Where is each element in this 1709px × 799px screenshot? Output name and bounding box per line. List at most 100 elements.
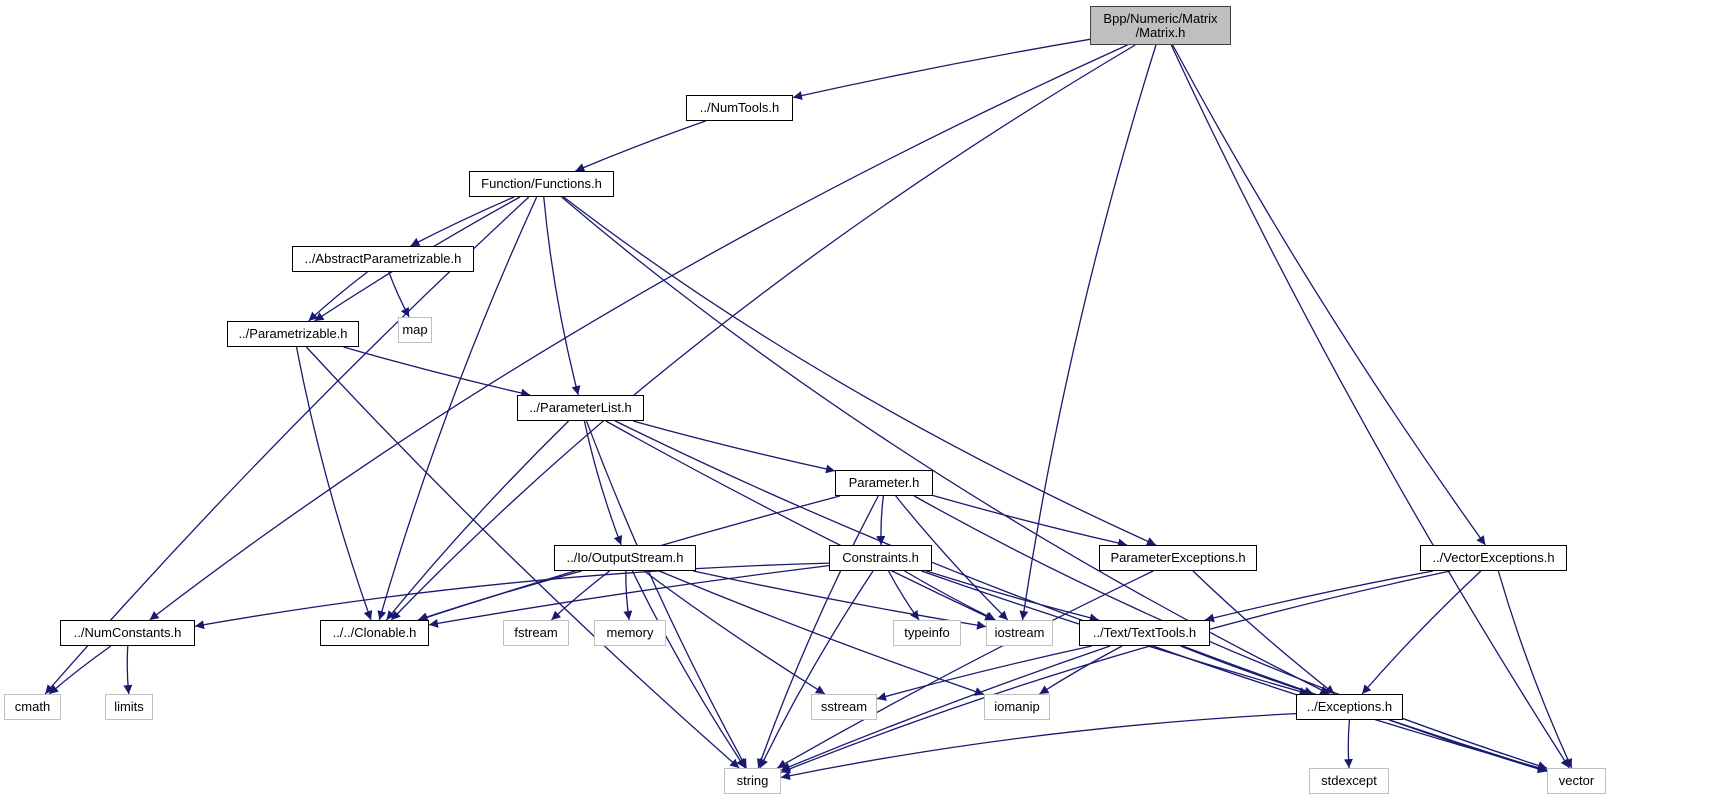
node-functions[interactable]: Function/Functions.h [469,171,614,197]
node-fstream: fstream [503,620,569,646]
edge-matrix-to-numconstants [149,44,1128,621]
edge-matrix-to-numtools [792,38,1091,100]
edge-constraints-to-numconstants [194,562,830,630]
node-abstractparam[interactable]: ../AbstractParametrizable.h [292,246,474,272]
node-parametrizable[interactable]: ../Parametrizable.h [227,321,359,347]
node-label: ../../Clonable.h [332,625,417,640]
node-numconstants[interactable]: ../NumConstants.h [60,620,195,646]
edge-parameterlist-to-parameter [632,420,836,474]
node-label: Constraints.h [842,550,919,565]
node-label: ../VectorExceptions.h [1432,550,1555,565]
edge-outputstream-to-clonable [417,570,582,622]
edge-parameterlist-to-clonable [385,420,570,621]
node-label: Parameter.h [848,475,920,490]
node-label: typeinfo [904,625,950,640]
node-label: ../Parametrizable.h [238,326,348,341]
node-sstream: sstream [811,694,877,720]
edge-outputstream-to-memory [623,570,633,621]
edge-constraints-to-clonable [428,564,830,628]
node-label: limits [114,699,144,714]
edge-outputstream-to-string [631,570,746,769]
node-label: Bpp/Numeric/Matrix /Matrix.h [1103,10,1218,40]
edge-paramexceptions-to-string [776,570,1154,769]
edge-parametrizable-to-clonable [295,346,373,621]
edge-matrix-to-vector [1170,44,1570,769]
edge-matrix-to-iostream [1019,44,1157,621]
edge-numtools-to-functions [575,120,706,172]
node-label: Function/Functions.h [481,176,602,191]
edge-functions-to-clonable [377,196,538,621]
node-exceptions[interactable]: ../Exceptions.h [1296,694,1403,720]
edge-abstractparam-to-parametrizable [308,271,368,322]
edge-vectorexceptions-to-vector [1497,570,1573,769]
edge-constraints-to-string [759,570,874,769]
node-vector: vector [1547,768,1606,794]
edge-outputstream-to-iostream [693,570,987,630]
node-typeinfo: typeinfo [893,620,961,646]
node-parameterlist[interactable]: ../ParameterList.h [517,395,644,421]
edge-matrix-to-clonable [390,44,1136,621]
node-label: ../Exceptions.h [1306,699,1393,714]
node-clonable[interactable]: ../../Clonable.h [320,620,429,646]
edge-parameterlist-to-outputstream [583,420,623,546]
node-paramexceptions[interactable]: ParameterExceptions.h [1099,545,1257,571]
edge-functions-to-parameterlist [543,196,581,396]
node-constraints[interactable]: Constraints.h [829,545,932,571]
node-vectorexceptions[interactable]: ../VectorExceptions.h [1420,545,1567,571]
node-label: fstream [514,625,558,640]
node-label: sstream [820,699,868,714]
node-string: string [724,768,781,794]
node-matrix[interactable]: Bpp/Numeric/Matrix /Matrix.h [1090,6,1231,45]
node-label: ../NumConstants.h [73,625,182,640]
node-label: ../ParameterList.h [529,400,632,415]
edge-vectorexceptions-to-exceptions [1361,570,1482,695]
edge-parameter-to-vector [913,495,1548,770]
node-iostream: iostream [986,620,1053,646]
edge-parameter-to-constraints [876,495,886,546]
edge-functions-to-paramexceptions [563,196,1157,546]
node-label: ../Io/OutputStream.h [566,550,684,565]
node-memory: memory [594,620,666,646]
edge-constraints-to-texttools [926,570,1099,623]
node-label: stdexcept [1321,773,1377,788]
edge-parameter-to-iostream [895,495,1009,621]
node-limits: limits [105,694,153,720]
edge-vectorexceptions-to-texttools [1204,570,1434,623]
edge-exceptions-to-string [780,712,1297,781]
edge-parameter-to-paramexceptions [932,494,1128,548]
edge-constraints-to-typeinfo [887,570,920,621]
node-texttools[interactable]: ../Text/TextTools.h [1079,620,1210,646]
edge-vectorexceptions-to-string [780,570,1451,774]
node-parameter[interactable]: Parameter.h [835,470,933,496]
edge-parameterlist-to-string [585,420,748,769]
node-label: iostream [994,625,1045,640]
edge-parameter-to-string [757,495,879,769]
node-label: ../Text/TextTools.h [1092,625,1197,640]
node-label: map [402,322,428,337]
node-label: cmath [14,699,51,714]
node-label: iomanip [994,699,1040,714]
edge-abstractparam-to-map [388,271,410,318]
edge-parametrizable-to-string [305,346,740,769]
node-label: ../NumTools.h [699,100,780,115]
node-map: map [398,317,432,343]
node-label: vector [1558,773,1595,788]
edge-parameterlist-to-vector [614,420,1548,772]
node-label: string [736,773,769,788]
edge-functions-to-abstractparam [410,196,515,247]
node-numtools[interactable]: ../NumTools.h [686,95,793,121]
edge-numconstants-to-cmath [48,645,112,695]
node-label: memory [606,625,654,640]
edge-parameterlist-to-iostream [605,420,995,621]
node-iomanip: iomanip [984,694,1050,720]
node-label: ParameterExceptions.h [1110,550,1246,565]
node-outputstream[interactable]: ../Io/OutputStream.h [554,545,696,571]
edge-texttools-to-string [780,645,1111,771]
edge-parametrizable-to-parameterlist [343,346,531,398]
node-stdexcept: stdexcept [1309,768,1389,794]
edge-numconstants-to-limits [123,645,133,695]
node-cmath: cmath [4,694,61,720]
edge-paramexceptions-to-exceptions [1192,570,1335,695]
edge-texttools-to-sstream [876,645,1092,701]
